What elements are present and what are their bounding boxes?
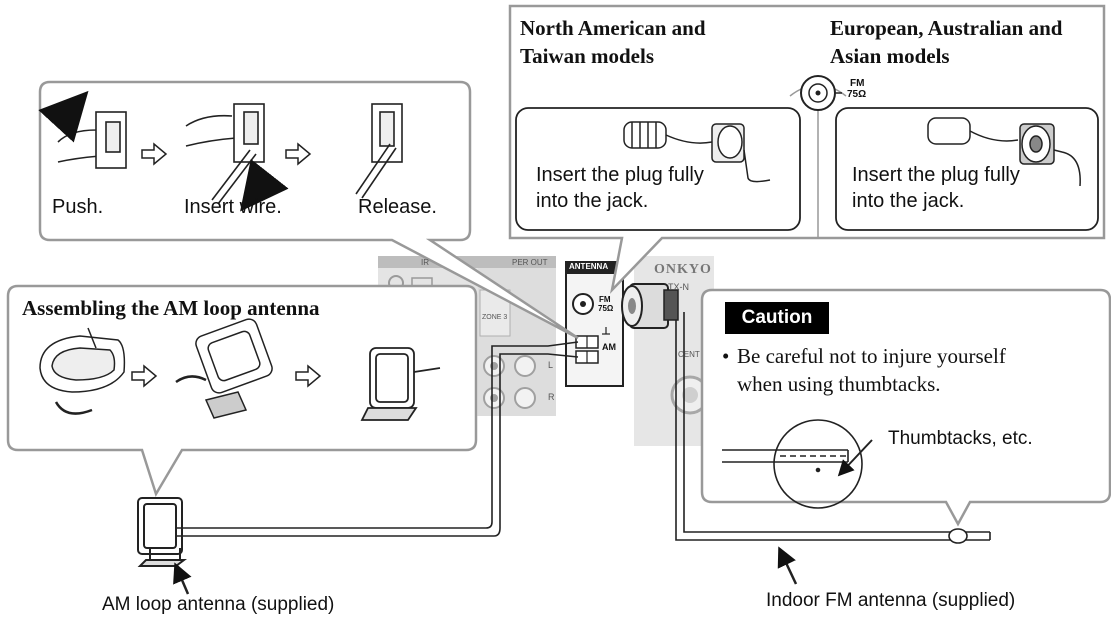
- push-illustration: [38, 90, 127, 169]
- thumbtack-hazard-illustration: [722, 419, 873, 509]
- plug-instruction-left-line1: Insert the plug fully: [536, 164, 704, 186]
- north-american-models-title-line1: North American and: [520, 16, 706, 40]
- european-models-title-line1: European, Australian and: [830, 16, 1063, 40]
- receiver-preout-label: PER OUT: [512, 258, 548, 267]
- receiver-zone-label: ZONE 3: [482, 314, 508, 321]
- receiver-channel-l-label: L: [548, 360, 554, 370]
- am-loop-folded-illustration: [39, 327, 126, 415]
- fm-jack-fm-label: FM: [850, 78, 865, 89]
- terminal-callout-frame: [38, 80, 579, 340]
- step-arrow-icon: [295, 364, 322, 388]
- receiver-rear-panel: [378, 256, 714, 446]
- plug-instruction-left-line2: into the jack.: [536, 190, 649, 212]
- step-push-label: Push.: [52, 196, 104, 218]
- am-loop-antenna-icon: [137, 497, 187, 567]
- am-loop-label-arrow: [173, 562, 192, 595]
- fm-jack-icon: [800, 75, 842, 111]
- receiver-model-label: TX-N: [668, 282, 689, 292]
- european-models-title-line2: Asian models: [830, 44, 950, 68]
- indoor-fm-label-arrow: [777, 546, 798, 585]
- north-american-models-title-line2: Taiwan models: [520, 44, 655, 68]
- thumbtacks-label: Thumbtacks, etc.: [888, 428, 1033, 449]
- receiver-am-label: AM: [602, 342, 616, 352]
- antenna-terminal-block: [565, 261, 624, 387]
- indoor-fm-antenna-end: [948, 528, 991, 544]
- step-release-label: Release.: [358, 196, 437, 218]
- receiver-brand-label: ONKYO: [654, 262, 712, 277]
- step-arrow-icon: [141, 142, 168, 166]
- am-loop-assembled-illustration: [360, 347, 441, 421]
- step-arrow-icon: [285, 142, 312, 166]
- release-illustration: [355, 103, 403, 199]
- am-assembly-title: Assembling the AM loop antenna: [22, 296, 320, 320]
- fm-jack-ohms-label: 75Ω: [847, 89, 867, 100]
- receiver-fm-label: FM: [599, 295, 611, 304]
- insert-wire-illustration: [185, 103, 289, 212]
- caution-text-line2: when using thumbtacks.: [737, 372, 941, 396]
- am-antenna-cable: [176, 341, 579, 537]
- indoor-fm-antenna-label: Indoor FM antenna (supplied): [766, 590, 1016, 611]
- caution-text-line1: Be careful not to injure yourself: [737, 344, 1006, 368]
- receiver-channel-r-label: R: [548, 392, 555, 402]
- caution-bullet: •: [722, 344, 730, 368]
- am-assembly-callout-frame: [6, 284, 478, 498]
- receiver-ir-label: IR: [421, 258, 429, 267]
- european-fm-plug-illustration: [927, 117, 1081, 187]
- north-american-fm-plug-illustration: [623, 121, 771, 183]
- plug-instruction-right-line1: Insert the plug fully: [852, 164, 1020, 186]
- receiver-ohms-label: 75Ω: [598, 304, 614, 313]
- antenna-terminal-title: ANTENNA: [569, 262, 609, 271]
- step-insert-wire-label: Insert wire.: [184, 196, 282, 218]
- am-loop-unfolding-illustration: [175, 318, 273, 419]
- receiver-center-label: CENT: [678, 350, 700, 359]
- plug-instruction-right-line2: into the jack.: [852, 190, 965, 212]
- fm-plug-on-jack: [621, 283, 960, 541]
- step-arrow-icon: [131, 364, 158, 388]
- caution-badge: Caution: [725, 302, 829, 334]
- am-loop-antenna-label: AM loop antenna (supplied): [102, 594, 335, 615]
- caution-callout-frame: [700, 288, 1111, 527]
